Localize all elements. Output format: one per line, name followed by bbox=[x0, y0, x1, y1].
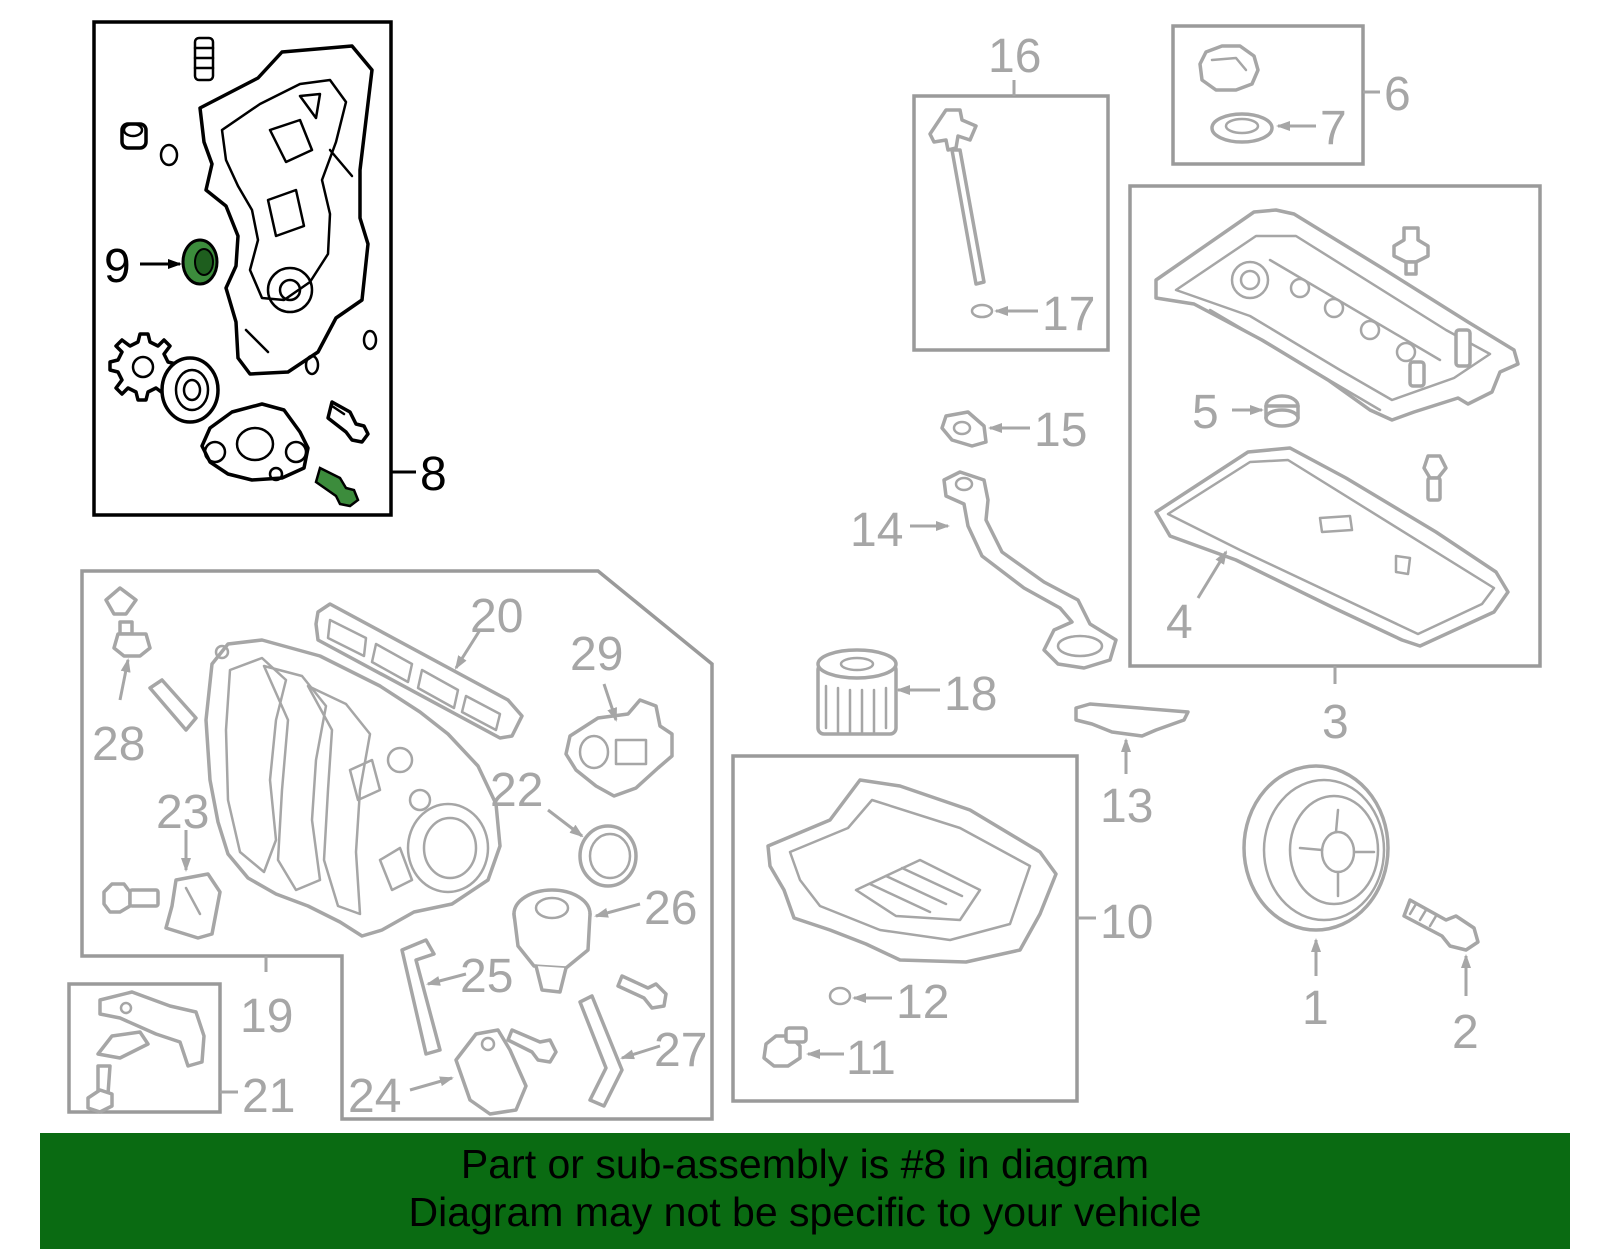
dipstick-part bbox=[928, 108, 986, 286]
map-sensor-part bbox=[104, 586, 152, 658]
oil-cap-group[interactable]: 6 7 bbox=[1171, 24, 1411, 166]
callout-2: 2 bbox=[1452, 1006, 1479, 1059]
timing-cover-box bbox=[92, 20, 393, 517]
callout-1: 1 bbox=[1302, 982, 1329, 1035]
callout-26: 26 bbox=[644, 882, 697, 935]
callout-25: 25 bbox=[460, 950, 513, 1003]
oil-cap-part bbox=[1198, 44, 1260, 92]
oil-pump-part bbox=[200, 402, 310, 482]
callout-18: 18 bbox=[944, 668, 997, 721]
purge-valve-part bbox=[564, 698, 674, 798]
intake-manifold-part bbox=[204, 638, 502, 938]
manifold-bolt-part bbox=[616, 974, 668, 1010]
o-ring-part bbox=[362, 329, 378, 351]
bracket-bolt-part bbox=[86, 1064, 114, 1114]
o-ring-part bbox=[970, 303, 994, 319]
callout-8: 8 bbox=[420, 448, 447, 501]
sensor-bracket-part bbox=[454, 1028, 528, 1116]
timing-cover-part bbox=[198, 44, 374, 376]
callout-28: 28 bbox=[92, 718, 145, 771]
callout-4: 4 bbox=[1166, 596, 1193, 649]
callout-29: 29 bbox=[570, 628, 623, 681]
crank-pulley-part bbox=[1242, 764, 1390, 932]
callout-27: 27 bbox=[654, 1024, 707, 1077]
valve-cover-part bbox=[1154, 208, 1520, 422]
pulley-bolt-item[interactable]: 2 bbox=[1402, 898, 1480, 1059]
oil-cap-box bbox=[1171, 24, 1365, 166]
callout-17: 17 bbox=[1042, 288, 1095, 341]
plug-part bbox=[120, 122, 179, 167]
vc-stud-part bbox=[1422, 454, 1448, 502]
callout-11: 11 bbox=[846, 1032, 896, 1085]
seal-part bbox=[181, 238, 219, 286]
vc-bolt-part bbox=[1392, 226, 1430, 276]
bolt-part bbox=[326, 400, 370, 444]
bracket-stud-part bbox=[506, 1028, 558, 1064]
callout-24: 24 bbox=[348, 1070, 401, 1123]
notice-banner: Part or sub-assembly is #8 in diagram Di… bbox=[40, 1133, 1570, 1249]
callout-20: 20 bbox=[470, 590, 523, 643]
baffle-item[interactable]: 13 bbox=[1074, 702, 1190, 833]
drain-washer-part bbox=[828, 986, 852, 1006]
callout-22: 22 bbox=[490, 764, 543, 817]
callout-3: 3 bbox=[1322, 696, 1349, 749]
crank-pulley-item[interactable]: 1 bbox=[1242, 764, 1390, 1035]
dipstick-group[interactable]: 16 17 bbox=[912, 30, 1110, 352]
banner-line-1: Part or sub-assembly is #8 in diagram bbox=[460, 1141, 1150, 1187]
callout-19: 19 bbox=[240, 990, 293, 1043]
pcv-actuator-part bbox=[512, 888, 592, 994]
cap-gasket-part bbox=[1210, 112, 1274, 144]
drain-plug-part bbox=[762, 1026, 808, 1068]
oil-strainer-part bbox=[942, 470, 1118, 670]
o-ring-part bbox=[304, 354, 320, 376]
callout-14: 14 bbox=[850, 504, 903, 557]
intake-gasket-part bbox=[314, 602, 524, 740]
timing-cover-group[interactable]: 9 8 bbox=[92, 20, 447, 517]
callout-16: 16 bbox=[988, 30, 1041, 83]
bracket-bolt-part bbox=[102, 882, 160, 914]
callout-12: 12 bbox=[896, 976, 949, 1029]
pcv-hose-part bbox=[400, 938, 442, 1056]
oil-filter-part bbox=[816, 648, 898, 736]
callout-10: 10 bbox=[1100, 896, 1153, 949]
bracket-part bbox=[96, 990, 206, 1068]
throttle-gasket-part bbox=[578, 824, 638, 888]
dipstick-box bbox=[912, 94, 1110, 352]
oil-pan-box bbox=[731, 754, 1079, 1103]
callout-21: 21 bbox=[242, 1070, 295, 1123]
breather-hose-part bbox=[578, 994, 624, 1108]
oil-pan-group[interactable]: 12 11 10 bbox=[731, 754, 1153, 1103]
vacuum-hose-part bbox=[148, 678, 198, 732]
banner-line-2: Diagram may not be specific to your vehi… bbox=[408, 1189, 1202, 1235]
gear-part bbox=[108, 332, 178, 402]
bracket-box bbox=[67, 982, 222, 1114]
callout-7: 7 bbox=[1320, 102, 1347, 155]
callout-15: 15 bbox=[1034, 404, 1087, 457]
intake-manifold-group[interactable]: 20 29 28 22 23 26 25 27 24 19 bbox=[80, 569, 714, 1123]
vc-grommet-part bbox=[1264, 394, 1300, 428]
vc-gasket-part bbox=[1154, 446, 1510, 648]
oil-strainer-item[interactable]: 14 bbox=[850, 470, 1118, 670]
strainer-gasket-item[interactable]: 15 bbox=[940, 404, 1087, 457]
callout-23: 23 bbox=[156, 786, 209, 839]
oil-pan-part bbox=[766, 778, 1058, 964]
bracket-group[interactable]: 21 bbox=[67, 982, 295, 1123]
callout-6: 6 bbox=[1384, 68, 1411, 121]
oil-filter-item[interactable]: 18 bbox=[816, 648, 997, 736]
oil-pump-rotor-part bbox=[160, 356, 220, 424]
callout-13: 13 bbox=[1100, 780, 1153, 833]
spring-part bbox=[193, 36, 215, 82]
callout-5: 5 bbox=[1192, 386, 1219, 439]
intake-manifold-box bbox=[80, 569, 714, 1121]
baffle-part bbox=[1074, 702, 1190, 738]
pulley-bolt-part bbox=[1402, 898, 1480, 952]
bolt-highlight-part bbox=[314, 466, 360, 508]
strainer-gasket-part bbox=[940, 410, 988, 448]
callout-9: 9 bbox=[104, 240, 131, 293]
valve-cover-group[interactable]: 5 4 3 bbox=[1128, 184, 1542, 749]
manifold-bracket-part bbox=[164, 872, 222, 940]
